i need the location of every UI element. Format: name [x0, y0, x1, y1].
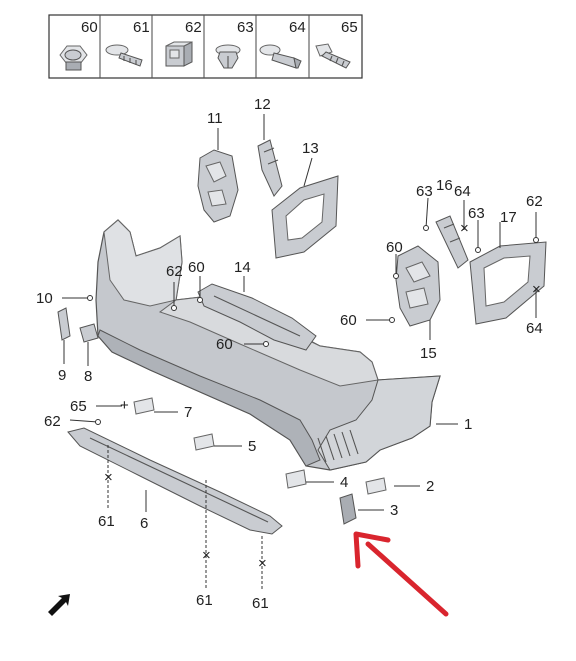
- bolt-icon: [315, 43, 351, 69]
- header-label-65: 65: [341, 19, 358, 36]
- callout-61-a: 61: [98, 513, 115, 530]
- svg-text:×: ×: [104, 469, 113, 486]
- header-label-61: 61: [133, 19, 150, 36]
- part-3-bracket: [339, 493, 357, 525]
- callout-62-b: 62: [44, 413, 61, 430]
- diffuser-vents: [317, 429, 359, 463]
- callout-12: 12: [254, 96, 271, 113]
- svg-text:×: ×: [202, 547, 211, 564]
- callout-4: 4: [340, 474, 348, 491]
- callout-6: 6: [140, 515, 148, 532]
- callout-8: 8: [84, 368, 92, 385]
- part-15-bracket: [395, 245, 441, 327]
- part-4-pad: [285, 469, 307, 489]
- callout-62-a: 62: [166, 263, 183, 280]
- svg-text:+: +: [120, 397, 129, 414]
- callout-labels: 1 2 3 4 5 6 7 8 9 10 11 12 13 14 15 16 1…: [36, 96, 543, 612]
- callout-60-a: 60: [188, 259, 205, 276]
- callout-61-b: 61: [196, 592, 213, 609]
- part-8-bracket: [79, 323, 99, 343]
- callout-7: 7: [184, 404, 192, 421]
- plug-icon: [215, 44, 241, 69]
- fastener-markers: × × × × × +: [87, 220, 541, 572]
- header-label-60: 60: [81, 19, 98, 36]
- header-label-63: 63: [237, 19, 254, 36]
- callout-16: 16: [436, 177, 453, 194]
- part-5-pad: [193, 433, 215, 451]
- part-7-pad: [133, 397, 155, 415]
- part-12-strip: [257, 139, 283, 197]
- callout-15: 15: [420, 345, 437, 362]
- rivet-icon: [259, 44, 302, 69]
- orientation-arrow-icon: [48, 594, 70, 616]
- callout-5: 5: [248, 438, 256, 455]
- callout-3: 3: [390, 502, 398, 519]
- fastener-table: 60 61 62 63 64 65: [48, 14, 363, 79]
- callout-64-a: 64: [454, 183, 471, 200]
- callout-64-b: 64: [526, 320, 543, 337]
- callout-62-c: 62: [526, 193, 543, 210]
- svg-text:×: ×: [258, 555, 267, 572]
- svg-text:×: ×: [532, 281, 541, 298]
- part-6-lower-trim: [67, 427, 283, 535]
- part-11-bracket: [197, 149, 239, 223]
- callout-14: 14: [234, 259, 251, 276]
- callout-1: 1: [464, 416, 472, 433]
- clip-icon: [165, 41, 193, 67]
- nut-icon: [59, 45, 88, 71]
- callout-13: 13: [302, 140, 319, 157]
- callout-60-b: 60: [216, 336, 233, 353]
- callout-60-c: 60: [340, 312, 357, 329]
- callout-10: 10: [36, 290, 53, 307]
- part-9-bracket: [57, 307, 71, 341]
- callout-60-d: 60: [386, 239, 403, 256]
- part-14-beam: [197, 283, 317, 351]
- callout-63-b: 63: [468, 205, 485, 222]
- callout-65-a: 65: [70, 398, 87, 415]
- part-17-frame: [469, 241, 547, 325]
- part-13-frame: [271, 175, 339, 259]
- header-label-64: 64: [289, 19, 306, 36]
- callout-17: 17: [500, 209, 517, 226]
- header-label-62: 62: [185, 19, 202, 36]
- part-2-pad: [365, 477, 387, 495]
- callout-2: 2: [426, 478, 434, 495]
- leader-lines: [62, 114, 537, 590]
- highlight-arrow-icon: [353, 531, 449, 617]
- callout-9: 9: [58, 367, 66, 384]
- callout-11: 11: [207, 110, 223, 127]
- callout-61-c: 61: [252, 595, 269, 612]
- callout-63-a: 63: [416, 183, 433, 200]
- part-16-strip: [435, 215, 469, 269]
- screw-icon: [105, 44, 143, 67]
- svg-text:×: ×: [460, 220, 469, 237]
